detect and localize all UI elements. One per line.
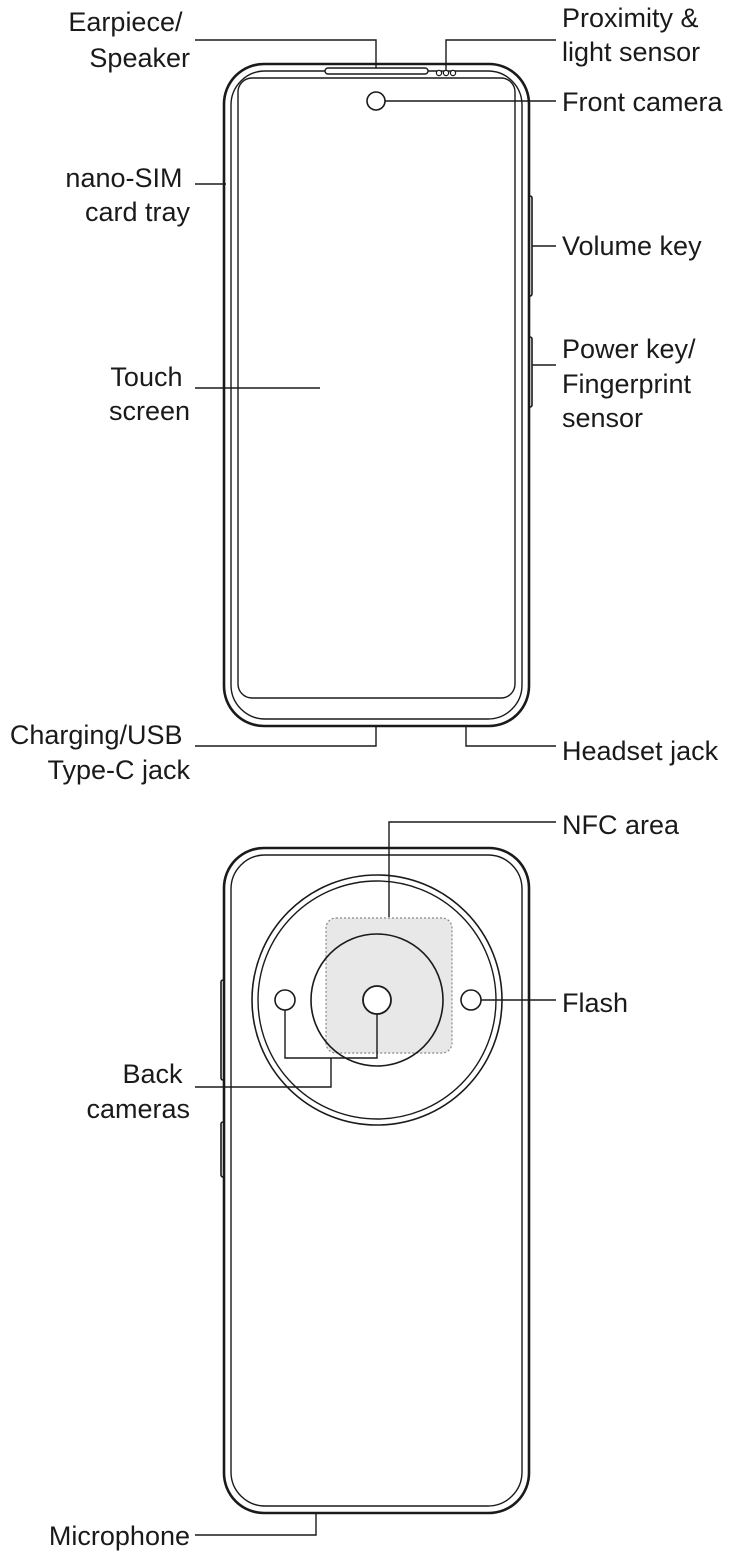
main-camera-lens [362,985,392,1015]
volume-key-label: Volume key [562,231,702,261]
proximity-sensor [435,69,457,77]
touch-screen-label: Touch screen [109,362,190,426]
earpiece-slot [324,67,429,75]
headset-jack-label: Headset jack [562,736,719,766]
nfc-leader [388,821,556,917]
flash-label: Flash [562,988,628,1018]
proximity-label: Proximity & light sensor [562,3,706,67]
earpiece-label: Earpiece/ Speaker [68,7,190,73]
proximity-leader [445,39,556,70]
headset-jack-leader [465,727,556,747]
main-camera-ring [310,933,444,1067]
microphone-leader [195,1513,317,1536]
front-view: Earpiece/ Speaker Proximity & light sens… [10,3,724,785]
nfc-area [325,917,453,1054]
front-body [222,62,531,728]
flash-lens [460,989,482,1011]
back-cameras-label: Back cameras [86,1059,190,1124]
nfc-area-label: NFC area [562,810,680,840]
nano-sim-label: nano-SIM card tray [65,163,190,227]
back-view: NFC area Flash Back cameras Microphone [49,810,680,1551]
front-camera-label: Front camera [562,87,724,117]
microphone-label: Microphone [49,1521,190,1551]
power-key-label: Power key/ Fingerprint sensor [562,334,703,433]
earpiece-leader [195,39,377,68]
back-body-inner [230,854,523,1507]
charging-leader [195,727,377,747]
front-camera [366,91,386,111]
charging-label: Charging/USB Type-C jack [10,720,191,785]
back-cameras-leader [195,1058,332,1088]
secondary-camera-lens [274,989,296,1011]
